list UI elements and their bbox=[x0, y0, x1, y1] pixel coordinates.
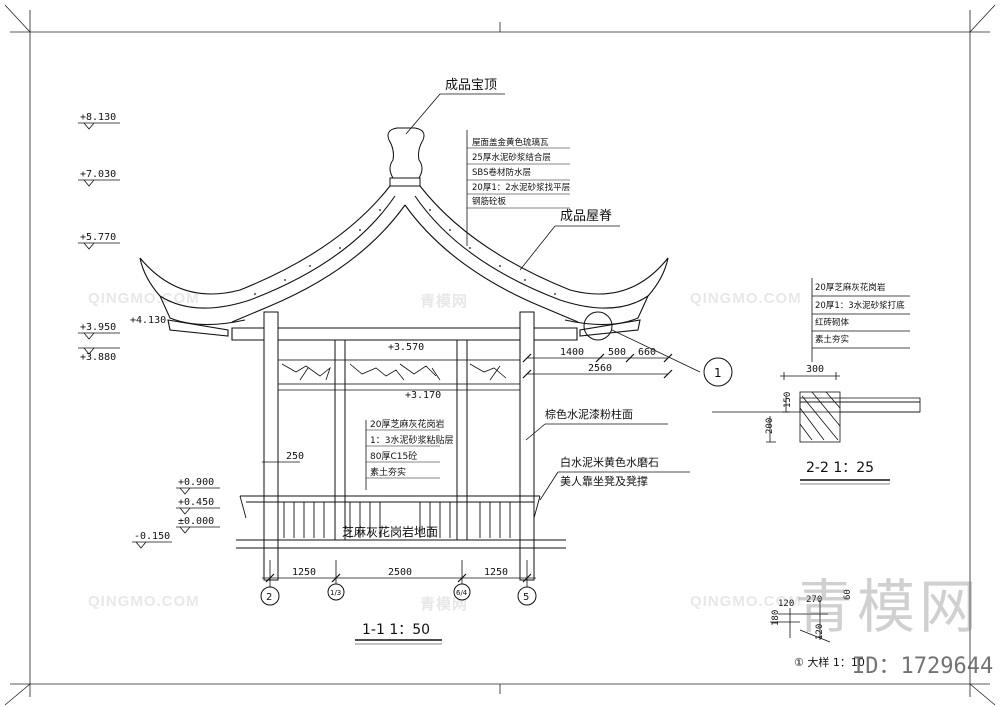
dim-label: 120 bbox=[778, 599, 794, 609]
dim-label: 500 bbox=[608, 347, 626, 358]
watermark: 青模网 bbox=[420, 293, 469, 310]
floor-layer: 20厚芝麻灰花岗岩 bbox=[370, 418, 444, 430]
ridge-label: 成品屋脊 bbox=[560, 209, 612, 224]
roof-hatch bbox=[254, 209, 556, 295]
axis-bubbles bbox=[260, 583, 537, 606]
elev-label: +5.770 bbox=[80, 232, 116, 243]
watermark: QINGMO.COM bbox=[690, 593, 802, 610]
elev-label: +8.130 bbox=[80, 112, 116, 123]
roof-layer: 屋面盖金黄色琉璃瓦 bbox=[472, 137, 549, 148]
dim-label: 2560 bbox=[588, 363, 612, 374]
finial-label: 成品宝顶 bbox=[445, 78, 497, 93]
detail-title: ① 大样 1：10 bbox=[794, 655, 865, 669]
dim-label: 60 bbox=[843, 589, 853, 600]
dim-label: 250 bbox=[286, 451, 304, 462]
watermark: 青模网 bbox=[420, 596, 469, 613]
floor-layer: 80厚C15砼 bbox=[370, 450, 417, 462]
axis-label: 5 bbox=[523, 592, 529, 603]
detail-1 bbox=[770, 600, 831, 643]
elev-label: +3.170 bbox=[405, 390, 441, 401]
section22-layer: 20厚1：3水泥砂浆打底 bbox=[815, 300, 905, 311]
roof-layer: 钢筋砼板 bbox=[472, 196, 507, 207]
axis-label: 1/3 bbox=[330, 589, 341, 597]
section22-layer: 素土夯实 bbox=[815, 334, 849, 345]
section22-layer: 20厚芝麻灰花岗岩 bbox=[815, 282, 886, 293]
columns bbox=[263, 311, 535, 581]
elev-label: +3.880 bbox=[80, 352, 116, 363]
section-title-1-1: 1-1 1：50 bbox=[362, 622, 430, 638]
elev-label: +4.130 bbox=[130, 315, 166, 326]
elev-label: ±0.000 bbox=[178, 516, 214, 527]
dim-label: 150 bbox=[783, 392, 793, 408]
seat-finish-label: 白水泥米黄色水磨石 bbox=[560, 455, 659, 469]
watermark: QINGMO.COM bbox=[88, 290, 200, 307]
section-title-2-2: 2-2 1：25 bbox=[806, 460, 874, 476]
callout-number: 1 bbox=[714, 366, 722, 380]
lattice bbox=[277, 359, 521, 385]
section-2-2 bbox=[712, 278, 921, 443]
watermark-id: ID：1729644 bbox=[852, 654, 994, 679]
dim-label: 1250 bbox=[292, 567, 316, 578]
dim-label: 300 bbox=[806, 364, 824, 375]
roof bbox=[139, 185, 669, 341]
roof-layer: 25厚水泥砂浆结合层 bbox=[472, 152, 551, 163]
dim-label: 660 bbox=[638, 347, 656, 358]
floor-layer: 1：3水泥砂浆粘贴层 bbox=[370, 434, 453, 446]
axis-label: 6/4 bbox=[456, 589, 468, 597]
roof-layer: SBS卷材防水层 bbox=[472, 167, 531, 178]
elev-label: +0.900 bbox=[178, 477, 214, 488]
dim-label: 120 bbox=[815, 624, 825, 640]
dim-label: 180 bbox=[771, 610, 781, 626]
floor-label: 芝麻灰花岗岩地面 bbox=[342, 524, 438, 539]
dim-label: 200 bbox=[765, 418, 775, 434]
floor-layer: 素土夯实 bbox=[370, 466, 406, 478]
axis-label: 2 bbox=[266, 592, 272, 603]
section22-layer: 红砖砌体 bbox=[815, 317, 850, 328]
watermark-large: 青模网 bbox=[795, 573, 982, 641]
dim-label: 2500 bbox=[388, 567, 412, 578]
dim-label: 1400 bbox=[560, 347, 584, 358]
elev-label: +3.950 bbox=[80, 322, 116, 333]
watermark: QINGMO.COM bbox=[88, 593, 200, 610]
elev-label: +7.030 bbox=[80, 169, 116, 180]
seat-railing bbox=[236, 495, 566, 549]
watermark: QINGMO.COM bbox=[690, 290, 802, 307]
elev-label: -0.150 bbox=[134, 531, 170, 542]
column-paint-label: 棕色水泥漆粉柱面 bbox=[545, 407, 633, 421]
dim-label: 270 bbox=[806, 595, 822, 605]
elev-label: +3.570 bbox=[388, 342, 424, 353]
elev-label: +0.450 bbox=[178, 497, 214, 508]
roof-layer: 20厚1：2水泥砂浆找平层 bbox=[472, 182, 570, 193]
seat-label: 美人靠坐凳及凳撑 bbox=[560, 474, 648, 488]
finial bbox=[387, 127, 425, 187]
dim-label: 1250 bbox=[484, 567, 508, 578]
detail-callout bbox=[703, 357, 733, 387]
